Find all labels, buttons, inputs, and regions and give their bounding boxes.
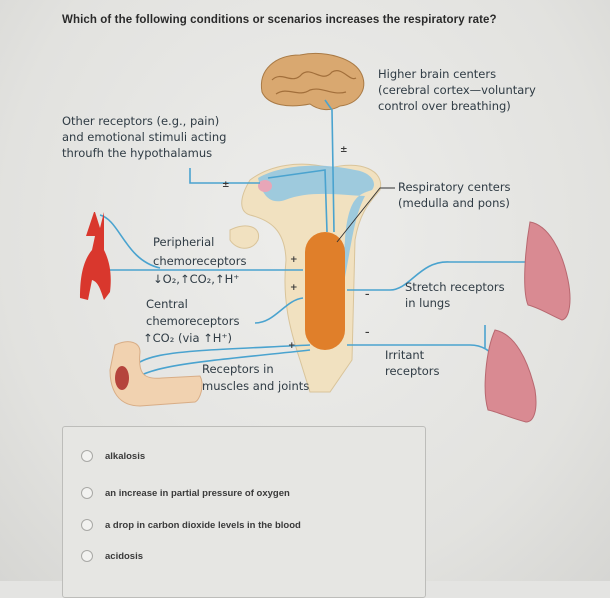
- sign-plus: +: [290, 283, 298, 293]
- label-irritant-2: receptors: [385, 364, 440, 378]
- sign-minus: –: [365, 290, 370, 300]
- sign-plus: +: [290, 255, 298, 265]
- answer-options: alkalosis an increase in partial pressur…: [62, 426, 426, 598]
- label-stretch-2: in lungs: [405, 296, 450, 310]
- brain-icon: [260, 53, 365, 111]
- label-respiratory-centers-1: Respiratory centers: [398, 180, 511, 194]
- sign-plus-minus: ±: [340, 145, 348, 155]
- label-irritant-1: Irritant: [385, 348, 425, 362]
- label-muscles-1: Receptors in: [202, 362, 274, 376]
- label-peripheral-2: chemoreceptors: [153, 254, 246, 268]
- sign-plus: +: [288, 341, 296, 351]
- option-acidosis[interactable]: acidosis: [81, 550, 143, 562]
- label-higher-brain-3: control over breathing): [378, 99, 511, 113]
- arm-muscle-icon: [109, 341, 203, 407]
- hypothalamus-spot: [258, 180, 272, 192]
- label-central-1: Central: [146, 297, 188, 311]
- sign-plus-minus: ±: [222, 180, 230, 190]
- respiratory-control-diagram: Higher brain centers (cerebral cortex—vo…: [62, 53, 571, 423]
- radio-button[interactable]: [81, 450, 93, 462]
- label-peripheral-1: Peripherial: [153, 235, 214, 249]
- lung-lower-icon: [484, 329, 537, 423]
- label-higher-brain-2: (cerebral cortex—voluntary: [378, 83, 536, 97]
- radio-button[interactable]: [81, 487, 93, 499]
- option-increase-oxygen[interactable]: an increase in partial pressure of oxyge…: [81, 487, 290, 499]
- label-central-2: chemoreceptors: [146, 314, 239, 328]
- sign-minus: –: [365, 328, 370, 338]
- lung-upper-icon: [524, 221, 571, 321]
- carotid-artery-icon: [80, 212, 111, 300]
- respiratory-center-oval: [305, 232, 345, 350]
- label-stretch-1: Stretch receptors: [405, 280, 505, 294]
- label-muscles-2: muscles and joints: [202, 379, 309, 393]
- label-other-receptors-3: throufh the hypothalamus: [62, 146, 212, 160]
- label-respiratory-centers-2: (medulla and pons): [398, 196, 510, 210]
- label-other-receptors-2: and emotional stimuli acting: [62, 130, 226, 144]
- radio-button[interactable]: [81, 550, 93, 562]
- ventricle-shape: [258, 165, 375, 300]
- option-drop-co2[interactable]: a drop in carbon dioxide levels in the b…: [81, 519, 301, 531]
- label-other-receptors-1: Other receptors (e.g., pain): [62, 114, 219, 128]
- radio-button[interactable]: [81, 519, 93, 531]
- question-text: Which of the following conditions or sce…: [62, 14, 497, 26]
- cerebellum-shape: [229, 225, 260, 249]
- label-higher-brain-1: Higher brain centers: [378, 67, 496, 81]
- option-alkalosis[interactable]: alkalosis: [81, 450, 145, 462]
- label-peripheral-3: ↓O₂,↑CO₂,↑H⁺: [153, 272, 239, 286]
- label-central-3: ↑CO₂ (via ↑H⁺): [143, 331, 232, 345]
